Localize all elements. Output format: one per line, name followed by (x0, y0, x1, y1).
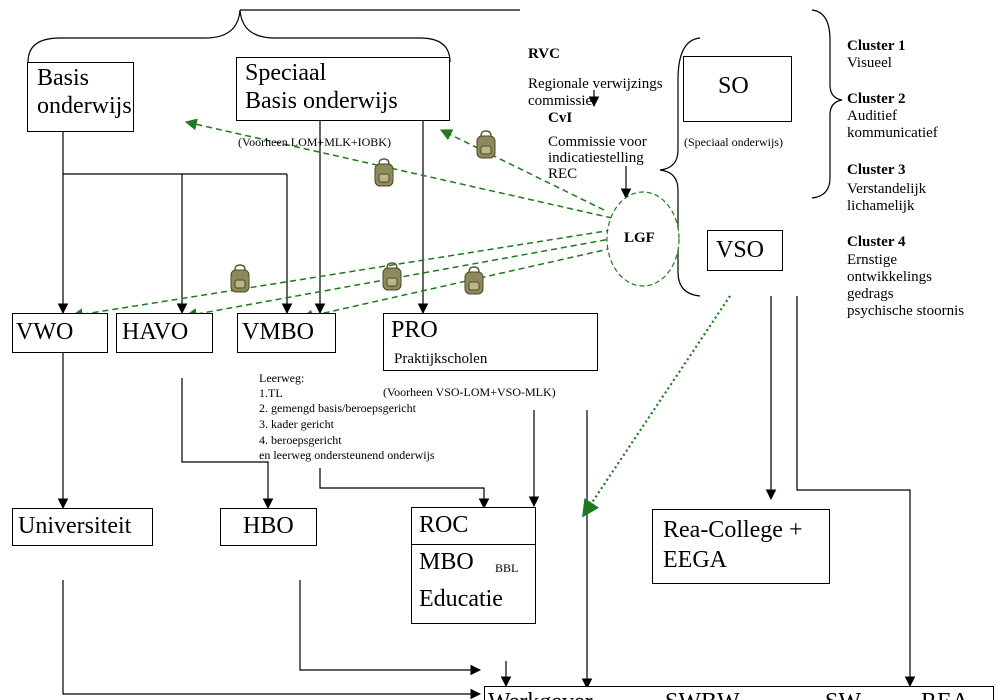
leerweg-line-1: Leerweg: (259, 371, 305, 385)
roc-box: ROC (411, 507, 536, 545)
leerweg-line-4: 3. kader gericht (259, 417, 334, 431)
vso-box: VSO (707, 230, 783, 271)
leerweg-line-5: 4. beroepsgericht (259, 433, 342, 447)
mbo-educatie-box: MBO BBL Educatie (411, 544, 536, 624)
leerweg-line-2: 1.TL (259, 386, 283, 400)
speciaal-basis-box: Speciaal Basis onderwijs (236, 57, 450, 121)
cvi-text-3: REC (548, 166, 578, 182)
mbo-sublabel: BBL (495, 561, 519, 575)
havo-label: HAVO (122, 319, 189, 345)
backpack-icon (464, 266, 484, 295)
speciaal-line-2: Basis onderwijs (245, 88, 398, 114)
vmbo-box: VMBO (237, 313, 336, 353)
hbo-box: HBO (220, 508, 317, 546)
backpack-icon (382, 262, 402, 291)
voorheen-vso-note: (Voorheen VSO-LOM+VSO-MLK) (383, 385, 556, 399)
cvi-text-1: Commissie voor (548, 134, 647, 150)
cluster-4-title: Cluster 4 (847, 234, 906, 250)
sw-label: SW (825, 689, 861, 700)
speciaal-line-1: Speciaal (245, 60, 327, 86)
roc-label: ROC (419, 512, 469, 538)
rvc-text-2: commissie (528, 93, 593, 109)
cvi-text-2: indicatiestelling (548, 150, 644, 166)
pro-box: PRO Praktijkscholen (383, 313, 598, 371)
vmbo-label: VMBO (242, 319, 315, 345)
rea-college-box: Rea-College + EEGA (652, 509, 830, 584)
havo-box: HAVO (116, 313, 213, 353)
pro-sublabel: Praktijkscholen (394, 351, 488, 367)
cluster-4-line-4: psychische stoornis (847, 303, 965, 319)
rea-college-line-2: EEGA (663, 547, 727, 573)
so-vso-brace (659, 37, 701, 297)
cluster-4-line-3: gedrags (847, 286, 894, 302)
rvc-text-1: Regionale verwijzings (528, 76, 663, 92)
basis-line-2: onderwijs (37, 93, 132, 119)
cluster-4-line-1: Ernstige (847, 252, 897, 268)
basis-onderwijs-box: Basis onderwijs (27, 62, 134, 132)
pro-label: PRO (391, 317, 438, 343)
rvc-title: RVC (528, 46, 560, 62)
hbo-label: HBO (243, 513, 294, 539)
lgf-ellipse (606, 191, 680, 287)
so-label: SO (718, 73, 749, 99)
leerweg-line-3: 2. gemengd basis/beroepsgericht (259, 401, 416, 415)
cluster-2-line-2: kommunicatief (847, 125, 938, 141)
leerweg-line-6: en leerweg ondersteunend onderwijs (259, 448, 435, 462)
cluster-3-line-1: Verstandelijk (847, 181, 927, 197)
rea-college-line-1: Rea-College + (663, 517, 803, 543)
universiteit-label: Universiteit (18, 513, 132, 539)
lgf-label: LGF (624, 230, 655, 246)
backpack-icon (374, 158, 394, 187)
swbw-label: SWBW (665, 689, 740, 700)
backpack-icon (476, 130, 496, 159)
cluster-2-title: Cluster 2 (847, 91, 906, 107)
cluster-brace (811, 9, 843, 199)
cluster-1-line-1: Visueel (847, 55, 892, 71)
mbo-label: MBO (419, 549, 474, 575)
basis-line-1: Basis (37, 65, 90, 91)
cluster-2-line-1: Auditief (847, 108, 897, 124)
vso-label: VSO (716, 237, 765, 263)
voorheen-lom-note: (Voorheen LOM+MLK+IOBK) (238, 135, 391, 149)
cluster-3-line-2: lichamelijk (847, 198, 915, 214)
rea-label: REA (921, 689, 969, 700)
educatie-label: Educatie (419, 586, 503, 612)
backpack-icon (230, 264, 250, 293)
werkgever-label: Werkgever (488, 689, 593, 700)
universiteit-box: Universiteit (12, 508, 153, 546)
top-brace (27, 9, 451, 63)
speciaal-onderwijs-note: (Speciaal onderwijs) (684, 135, 783, 149)
cvi-title: CvI (548, 110, 573, 126)
cluster-3-title: Cluster 3 (847, 162, 906, 178)
so-box: SO (683, 56, 792, 122)
cluster-4-line-2: ontwikkelings (847, 269, 932, 285)
vwo-box: VWO (12, 313, 108, 353)
cluster-1-title: Cluster 1 (847, 38, 906, 54)
werkgever-box: Werkgever SWBW SW REA (484, 686, 994, 700)
vwo-label: VWO (16, 319, 74, 345)
